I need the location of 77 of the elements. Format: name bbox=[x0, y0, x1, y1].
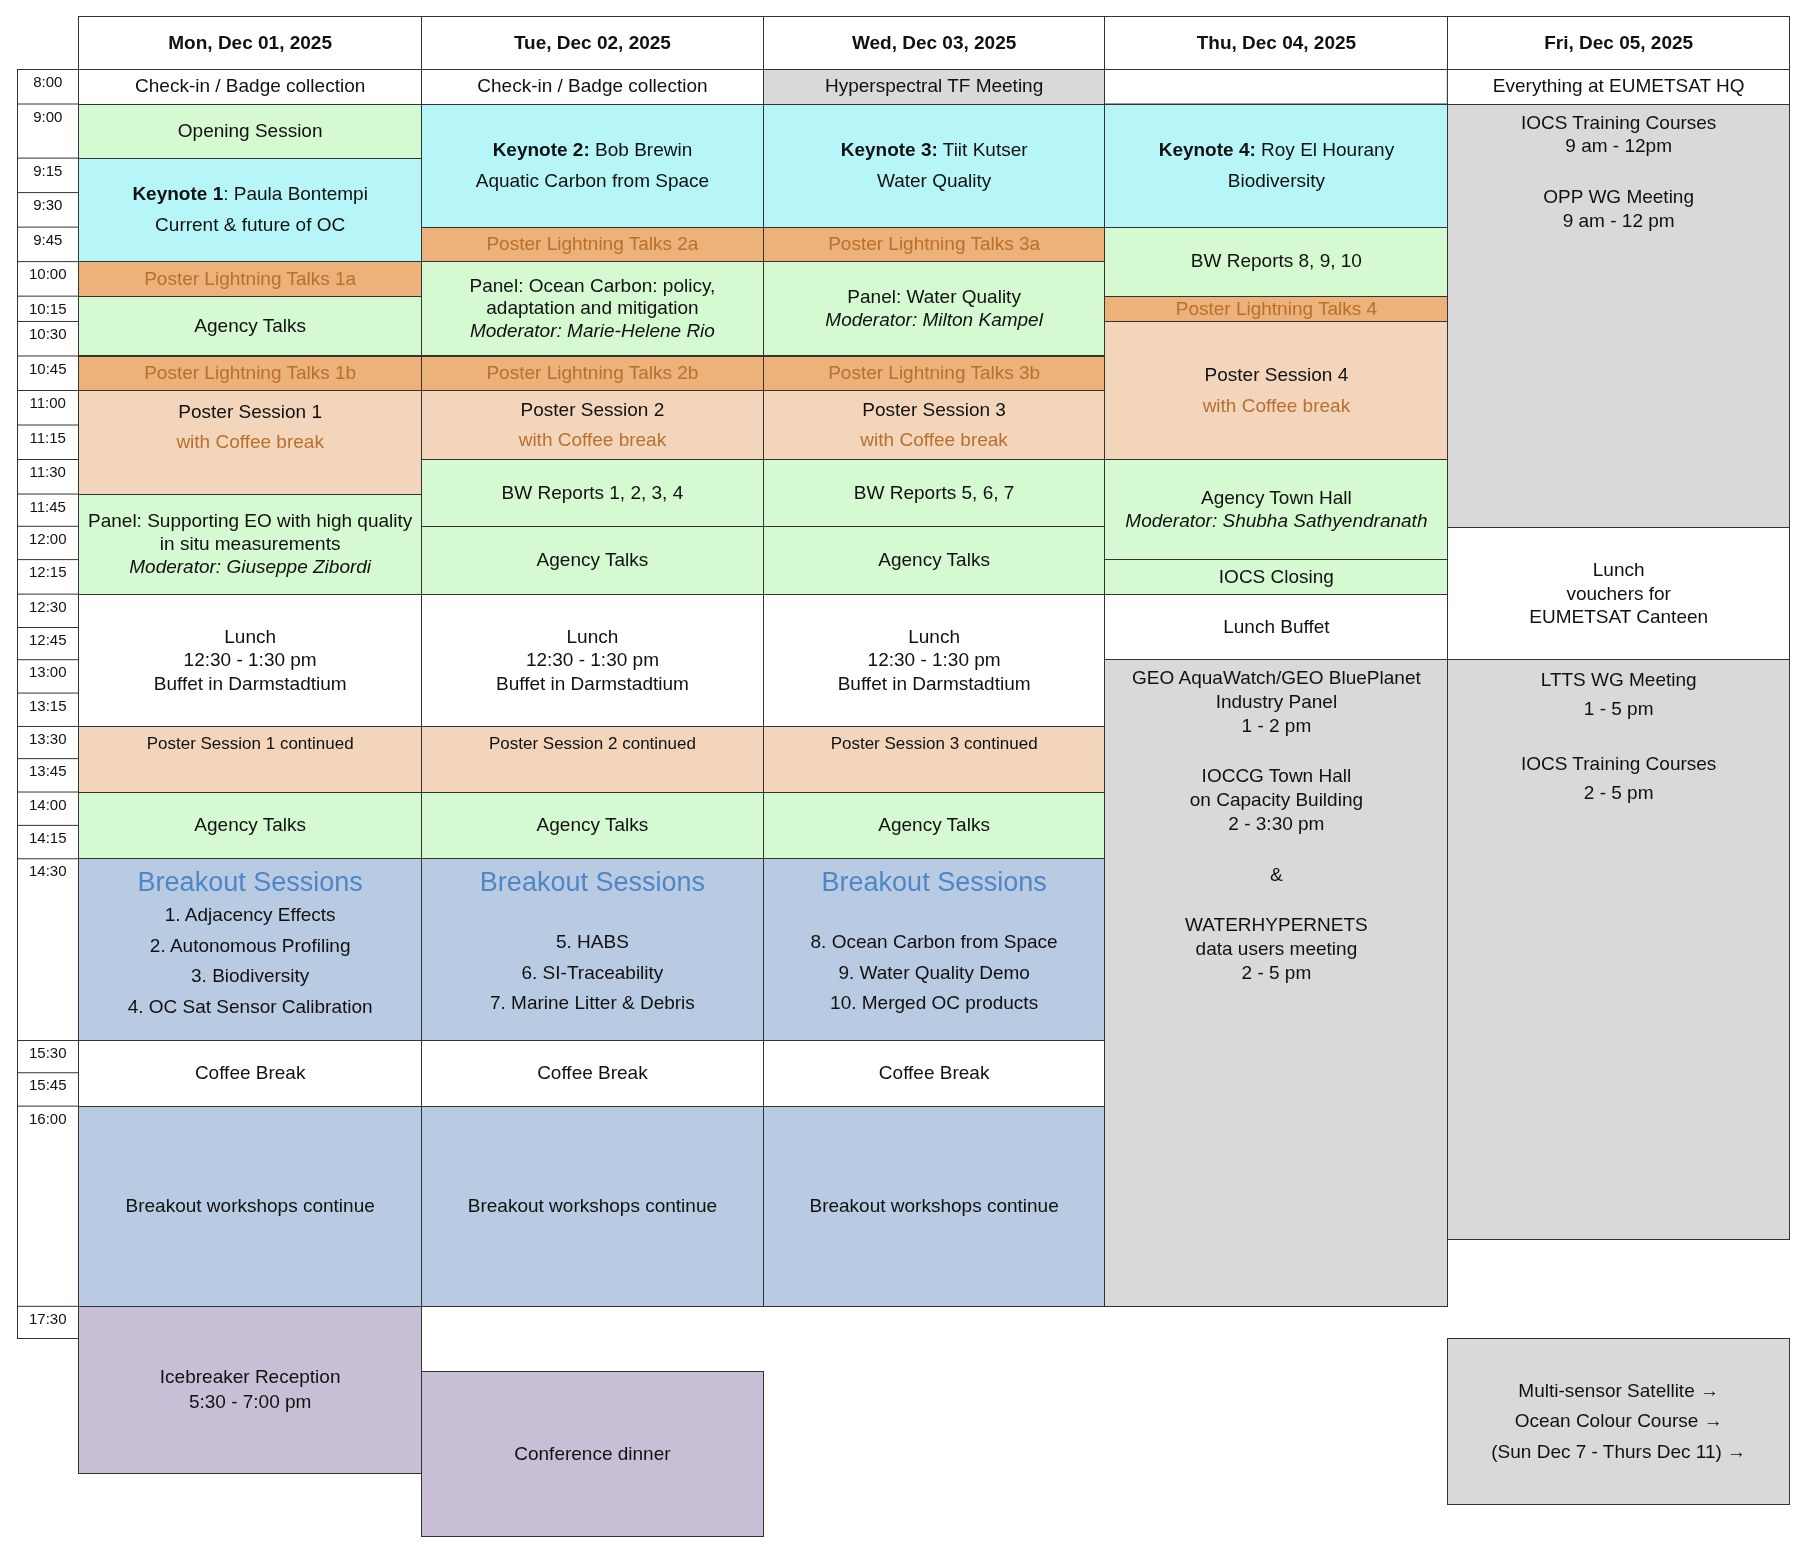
time-label: 13:45 bbox=[27, 762, 68, 780]
lightning-talk-cell: Poster Lightning Talks 1a bbox=[78, 261, 423, 297]
reception-cell: Icebreaker Reception 5:30 - 7:00 pm bbox=[78, 1305, 423, 1474]
breakout-cell: Breakout Sessions 8. Ocean Carbon from Space 9. Water Quality Demo 10. Merged OC products bbox=[762, 858, 1106, 1042]
lightning-talk-cell: Poster Lightning Talks 2a bbox=[421, 226, 764, 263]
time-label: 13:00 bbox=[27, 663, 68, 681]
time-label: 8:00 bbox=[32, 73, 64, 90]
time-label: 14:00 bbox=[27, 795, 68, 813]
time-label: 9:45 bbox=[32, 230, 64, 248]
lightning-talk-cell: Poster Lightning Talks 4 bbox=[1104, 295, 1449, 322]
poster-session-cell: Poster Session 4 with Coffee break bbox=[1104, 321, 1449, 461]
session-cell: Agency Talks bbox=[78, 295, 423, 357]
time-label: 13:30 bbox=[27, 729, 68, 747]
time-label: 13:15 bbox=[27, 696, 68, 714]
time-label: 9:00 bbox=[32, 107, 64, 125]
time-label: 12:30 bbox=[27, 597, 68, 615]
time-label: 12:45 bbox=[27, 631, 68, 648]
dinner-cell: Conference dinner bbox=[421, 1371, 764, 1537]
panel-cell: Panel: Ocean Carbon: policy, adaptation and mitigation Moderator: Marie-Helene Rio bbox=[421, 261, 764, 357]
time-label: 14:30 bbox=[27, 862, 68, 880]
day-header: Fri, Dec 05, 2025 bbox=[1447, 16, 1790, 70]
session-cell: Hyperspectral TF Meeting bbox=[762, 69, 1106, 105]
time-label: 17:30 bbox=[27, 1309, 68, 1327]
poster-session-cell: Poster Session 1 continued bbox=[78, 725, 423, 793]
time-label: 14:15 bbox=[27, 828, 68, 846]
keynote-cell: Keynote 3: Tiit Kutser Water Quality bbox=[762, 103, 1106, 228]
lightning-talk-cell: Poster Lightning Talks 2b bbox=[421, 355, 764, 391]
session-cell: Agency Talks bbox=[421, 791, 764, 860]
keynote-cell: Keynote 4: Roy El Hourany Biodiversity bbox=[1104, 103, 1449, 228]
lightning-talk-cell: Poster Lightning Talks 3b bbox=[762, 355, 1106, 391]
side-meeting-cell: LTTS WG Meeting 1 - 5 pm IOCS Training Courses 2 - 5 pm bbox=[1447, 659, 1790, 1241]
poster-session-cell: Poster Session 1 with Coffee break bbox=[78, 390, 423, 495]
time-label: 10:45 bbox=[27, 359, 68, 377]
breakout-cell: Breakout Sessions 5. HABS 6. SI-Traceability 7. Marine Litter & Debris bbox=[421, 858, 764, 1042]
session-cell: BW Reports 8, 9, 10 bbox=[1104, 226, 1449, 297]
time-label: 10:15 bbox=[27, 299, 68, 317]
breakout-cell: Breakout workshops continue bbox=[78, 1105, 423, 1307]
side-meeting-cell: IOCS Training Courses 9 am - 12pm OPP WG Meeting 9 am - 12 pm bbox=[1447, 103, 1790, 528]
breakout-cell: Breakout workshops continue bbox=[762, 1105, 1106, 1307]
time-label: 11:30 bbox=[28, 463, 67, 481]
session-cell: BW Reports 5, 6, 7 bbox=[762, 459, 1106, 527]
session-cell: Agency Talks bbox=[762, 791, 1106, 860]
time-label: 12:15 bbox=[27, 563, 68, 581]
breakout-cell: Breakout Sessions 1. Adjacency Effects 2. Autonomous Profiling 3. Biodiversity 4. OC Sat Sensor Calibration bbox=[78, 858, 423, 1042]
poster-session-cell: Poster Session 3 continued bbox=[762, 725, 1106, 793]
time-label: 10:00 bbox=[27, 265, 68, 283]
lightning-talk-cell: Poster Lightning Talks 1b bbox=[78, 355, 423, 391]
time-label: 11:00 bbox=[28, 394, 67, 411]
keynote-cell: Keynote 1: Paula Bontempi Current & future of OC bbox=[78, 157, 423, 263]
poster-session-cell: Poster Session 2 continued bbox=[421, 725, 764, 793]
time-label: 12:00 bbox=[27, 529, 68, 547]
session-cell: Opening Session bbox=[78, 103, 423, 159]
day-header: Mon, Dec 01, 2025 bbox=[78, 16, 423, 70]
town-hall-cell: Agency Town Hall Moderator: Shubha Sathyendranath bbox=[1104, 459, 1449, 561]
time-label: 11:15 bbox=[28, 428, 67, 446]
time-label: 11:45 bbox=[28, 497, 67, 515]
panel-cell: Panel: Water Quality Moderator: Milton Kampel bbox=[762, 261, 1106, 357]
time-label: 9:30 bbox=[32, 196, 64, 214]
course-note-cell: Multi-sensor Satellite → Ocean Colour Course → (Sun Dec 7 - Thurs Dec 11) → bbox=[1447, 1338, 1790, 1505]
session-cell: Agency Talks bbox=[421, 525, 764, 595]
session-cell: IOCS Closing bbox=[1104, 559, 1449, 595]
time-label: 15:30 bbox=[27, 1044, 68, 1062]
session-cell: Agency Talks bbox=[78, 791, 423, 860]
time-label: 16:00 bbox=[27, 1109, 68, 1127]
poster-session-cell: Poster Session 2 with Coffee break bbox=[421, 390, 764, 461]
session-cell: BW Reports 1, 2, 3, 4 bbox=[421, 459, 764, 527]
lightning-talk-cell: Poster Lightning Talks 3a bbox=[762, 226, 1106, 263]
side-meeting-cell: GEO AquaWatch/GEO BluePlanet Industry Panel 1 - 2 pm IOCCG Town Hall on Capacity Building 2 - 3:30 pm & WATERHYPERNETS data users meeting 2 - 5 pm bbox=[1104, 659, 1449, 1307]
location-cell: Everything at EUMETSAT HQ bbox=[1447, 69, 1790, 105]
poster-session-cell: Poster Session 3 with Coffee break bbox=[762, 390, 1106, 461]
keynote-cell: Keynote 2: Bob Brewin Aquatic Carbon from Space bbox=[421, 103, 764, 228]
breakout-cell: Breakout workshops continue bbox=[421, 1105, 764, 1307]
panel-cell: Panel: Supporting EO with high quality in situ measurements Moderator: Giuseppe Zibordi bbox=[78, 493, 423, 595]
time-label: 9:15 bbox=[32, 161, 64, 179]
time-label: 15:45 bbox=[27, 1076, 68, 1094]
time-label: 10:30 bbox=[27, 325, 68, 342]
session-cell: Agency Talks bbox=[762, 525, 1106, 595]
